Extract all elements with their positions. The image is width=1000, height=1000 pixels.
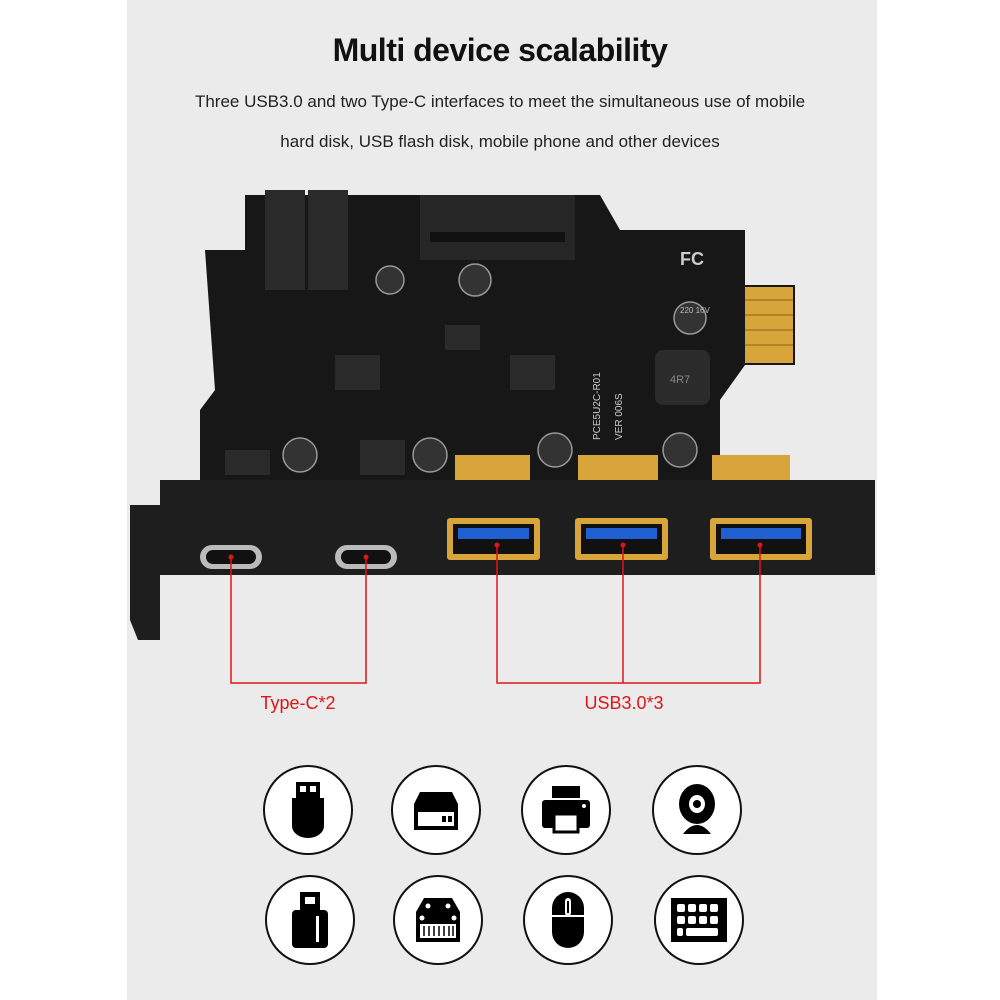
capacitor-marking: 220 16V bbox=[680, 306, 710, 315]
subtitle-line-2: hard disk, USB flash disk, mobile phone … bbox=[280, 132, 720, 151]
inductor-marking: 4R7 bbox=[670, 374, 690, 386]
usb-drive-icon bbox=[263, 765, 353, 855]
pcie-usb-card: 4R7 220 16V FC PCE5U2C-R01 VER 006S bbox=[130, 190, 875, 684]
usb3-port-2 bbox=[575, 518, 668, 560]
usb3-port-1 bbox=[447, 518, 540, 560]
inductor bbox=[655, 350, 710, 405]
type-c-label: Type-C*2 bbox=[260, 693, 336, 713]
hard-disk-icon bbox=[391, 765, 481, 855]
usb-header-connector bbox=[265, 190, 348, 290]
keyboard-icon bbox=[654, 875, 744, 965]
version-marking: VER 006S bbox=[614, 393, 625, 440]
webcam-icon bbox=[652, 765, 742, 855]
usb3-label: USB3.0*3 bbox=[584, 693, 664, 713]
usb3-port-3 bbox=[710, 518, 812, 560]
printer-icon bbox=[521, 765, 611, 855]
model-marking: PCE5U2C-R01 bbox=[592, 372, 603, 440]
sata-power-connector bbox=[420, 195, 575, 260]
mouse-icon bbox=[523, 875, 613, 965]
callout-lines bbox=[230, 545, 761, 684]
page-title: Multi device scalability bbox=[332, 32, 668, 68]
controller-chip bbox=[510, 355, 555, 390]
pcb-board bbox=[200, 195, 795, 480]
fc-mark: FC bbox=[680, 249, 704, 269]
pcie-gold-finger bbox=[745, 287, 793, 363]
memory-card-reader-icon bbox=[393, 875, 483, 965]
flash-drive-icon bbox=[265, 875, 355, 965]
controller-chip bbox=[335, 355, 380, 390]
subtitle-line-1: Three USB3.0 and two Type-C interfaces t… bbox=[194, 92, 806, 111]
